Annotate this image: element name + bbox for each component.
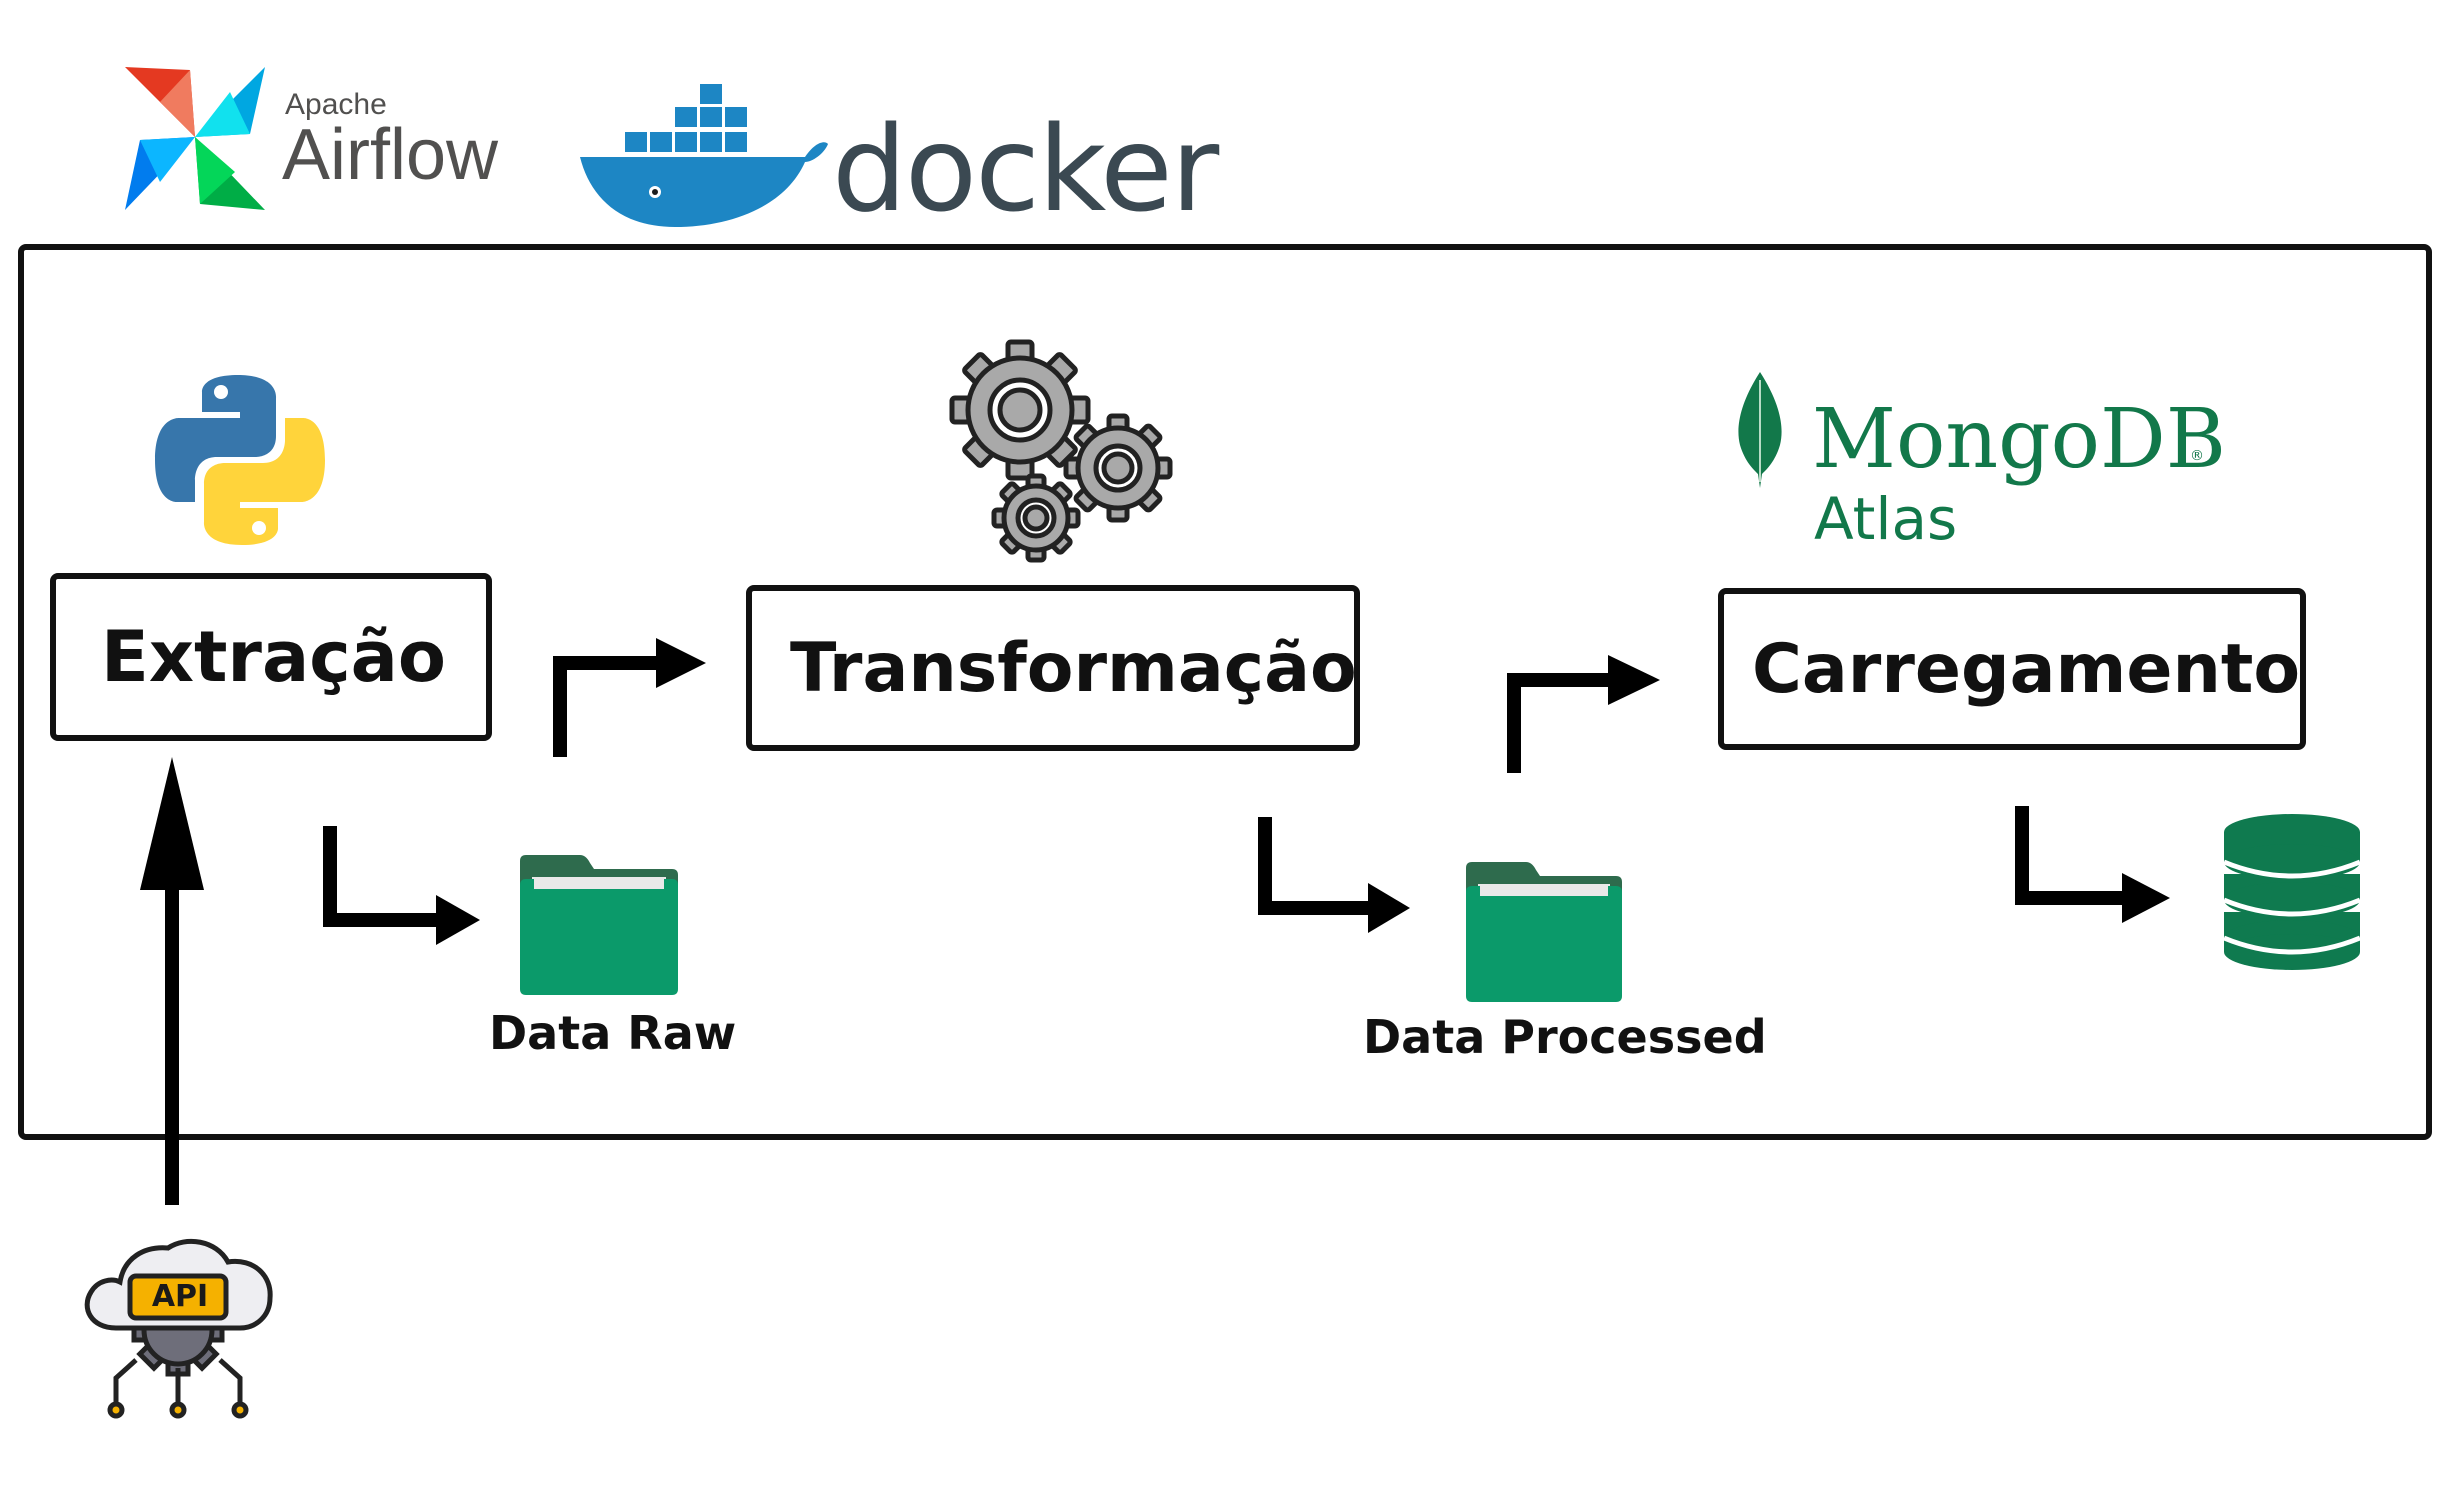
airflow-pinwheel-icon (125, 67, 265, 210)
stage-load-label: Carregamento (1752, 629, 2301, 709)
pipeline-frame (18, 244, 2432, 1140)
api-cloud-icon: API (76, 1228, 281, 1428)
docker-whale-icon (580, 84, 828, 227)
mongodb-atlas-text: Atlas (1814, 485, 1958, 553)
airflow-big-text: Airflow (282, 115, 499, 195)
stage-transform: Transformação (746, 585, 1360, 751)
mongodb-leaf-icon (1738, 372, 1782, 488)
folder-raw-icon (520, 855, 678, 995)
stage-load: Carregamento (1718, 588, 2306, 750)
stage-transform-label: Transformação (790, 628, 1357, 708)
airflow-logo: Apache Airflow (120, 62, 520, 212)
folder-processed-icon (1466, 862, 1622, 1002)
mongodb-reg: ® (2190, 448, 2204, 464)
gears-icon (949, 339, 1180, 563)
api-badge-text: API (151, 1279, 209, 1314)
mongodb-name: MongoDB (1812, 392, 2227, 487)
data-processed-label: Data Processed (1363, 1010, 1767, 1064)
stage-extract-label: Extração (101, 616, 447, 698)
python-logo (150, 370, 330, 550)
data-raw-label: Data Raw (489, 1006, 737, 1060)
mongodb-atlas-logo: MongoDB ® Atlas (1730, 370, 2226, 560)
airflow-small-text: Apache (285, 88, 387, 121)
database-icon (2222, 812, 2362, 972)
docker-text: docker (832, 100, 1219, 238)
docker-logo: docker (580, 82, 1219, 238)
stage-extract: Extração (50, 573, 492, 741)
